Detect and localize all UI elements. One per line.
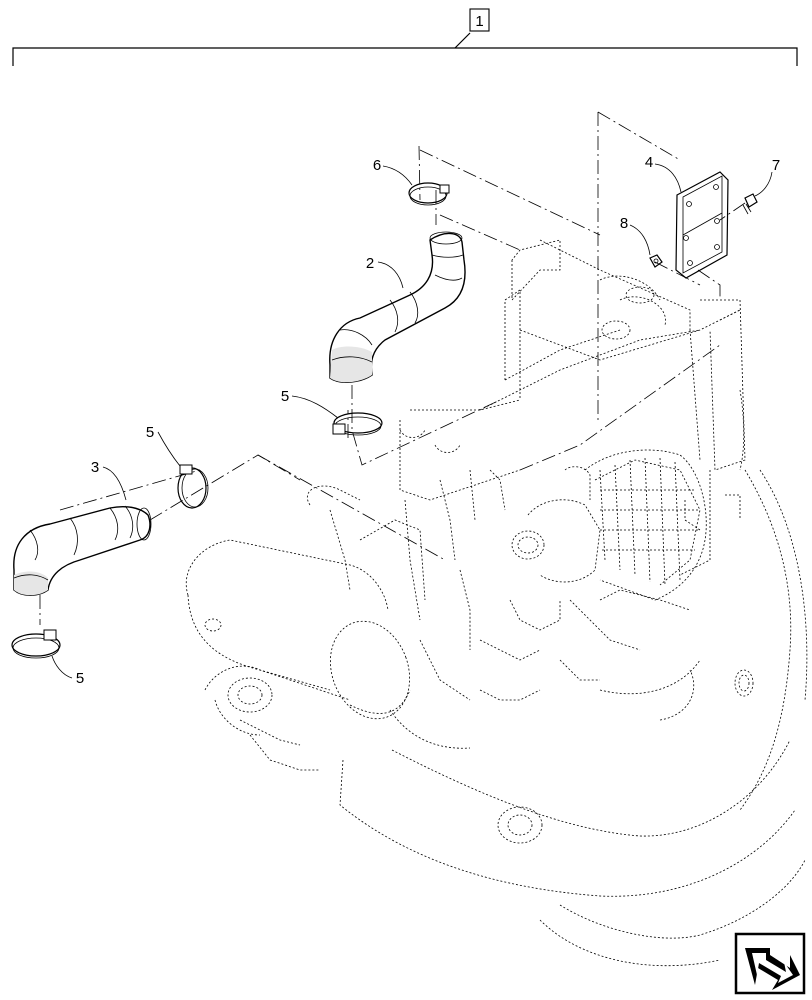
hose-clamp-5b xyxy=(177,464,209,509)
assembly-lines xyxy=(39,111,746,625)
nut-part-8 xyxy=(649,254,663,268)
assembly-bracket: 1 xyxy=(12,8,798,66)
assembly-label-box xyxy=(469,8,490,32)
hose-part-3 xyxy=(13,505,152,596)
hose-part-2 xyxy=(329,231,466,383)
bolt-part-7 xyxy=(742,193,758,215)
callout-8: 8 xyxy=(620,215,628,232)
callouts: 6 2 4 7 8 5 5 3 5 xyxy=(51,154,780,687)
callout-5-upper: 5 xyxy=(281,388,289,405)
machine-body-outline xyxy=(204,469,808,967)
next-page-arrow-icon[interactable] xyxy=(734,932,806,995)
engine-frame-outline xyxy=(239,239,746,771)
callout-4: 4 xyxy=(645,154,653,171)
hose-clamp-5c xyxy=(11,629,61,659)
callout-5-lower: 5 xyxy=(76,670,84,687)
muffler-outline xyxy=(186,539,411,720)
hose-clamp-5a xyxy=(332,412,383,436)
callout-2: 2 xyxy=(366,255,374,272)
assembly-label: 1 xyxy=(475,13,483,30)
callout-5-middle: 5 xyxy=(146,424,154,441)
bracket-part-4 xyxy=(675,171,729,279)
callout-3: 3 xyxy=(91,459,99,476)
callout-6: 6 xyxy=(373,157,381,174)
callout-7: 7 xyxy=(772,157,780,174)
hose-clamp-6 xyxy=(408,182,450,206)
air-cleaner-outline xyxy=(511,449,707,601)
